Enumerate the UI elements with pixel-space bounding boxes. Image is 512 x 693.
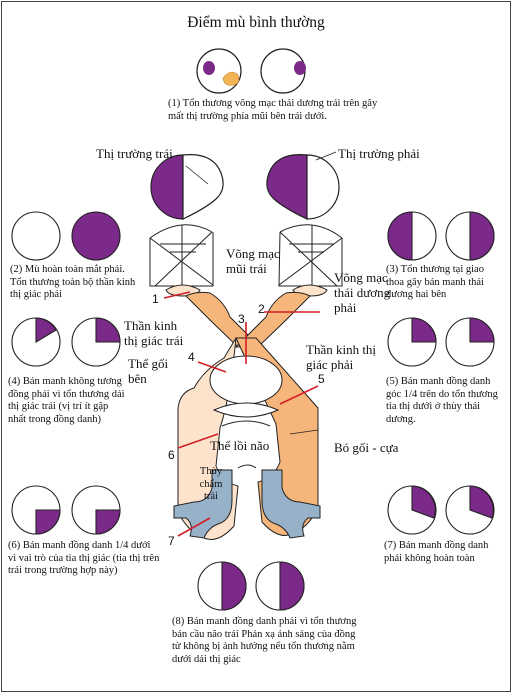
label-left-optic-nerve: Thần kinh thị giác trái — [124, 318, 184, 348]
caption-2: (2) Mù hoàn toàn mắt phải. Tổn thương to… — [10, 264, 136, 300]
right-visual-field-icon — [266, 154, 340, 220]
label-occipital: Thùy chẩm trái — [199, 466, 223, 502]
blind-spot-icon — [203, 61, 215, 75]
label-lingual: Thể lồi não — [210, 438, 270, 453]
label-meyer-loop: Bó gối - cựa — [334, 440, 399, 455]
caption-1: (1) Tổn thương võng mạc thái dương trái … — [168, 98, 378, 122]
label-right-field: Thị trường phải — [338, 146, 420, 161]
marker-6: 6 — [168, 448, 175, 462]
blind-spot-icon — [294, 61, 306, 75]
lesion-markers — [163, 291, 320, 537]
visual-field-icon — [71, 211, 121, 261]
caption-7: (7) Bán manh đồng danh phải không hoàn t… — [384, 540, 489, 564]
marker-5: 5 — [318, 372, 325, 386]
visual-field-icon — [11, 211, 61, 261]
label-left-nasal-retina: Võng mạc mũi trái — [226, 246, 280, 276]
left-visual-field-icon — [150, 154, 224, 220]
label-right-optic-nerve: Thần kinh thị giác phải — [306, 342, 377, 372]
marker-4: 4 — [188, 350, 195, 364]
marker-2: 2 — [258, 302, 265, 316]
blind-spot-eyes — [196, 48, 306, 94]
small-visual-fields — [11, 211, 495, 611]
page-title: Điểm mù bình thường — [187, 14, 325, 31]
marker-1: 1 — [152, 292, 159, 306]
caption-4: (4) Bán manh không tương đồng phải vì tổ… — [8, 376, 125, 425]
label-lgn: Thể gối bên — [128, 356, 169, 386]
caption-6: (6) Bán manh đồng danh 1/4 dưới vì vai t… — [8, 540, 160, 576]
caption-8: (8) Bán manh đồng danh phải vì tổn thươn… — [172, 616, 357, 665]
optic-pathway — [177, 291, 319, 540]
occipital-cortex — [173, 464, 321, 539]
caption-5: (5) Bán manh đồng danh góc 1/4 trên do t… — [386, 376, 498, 425]
macula-icon — [222, 71, 240, 86]
marker-3: 3 — [238, 312, 245, 326]
label-right-temporal-retina: Võng mạc thái dương phải — [334, 270, 391, 315]
caption-3: (3) Tổn thương tại giao thoa gây bán man… — [386, 264, 484, 300]
label-left-field: Thị trường trái — [96, 146, 173, 161]
field-projection-lines — [149, 224, 343, 287]
leader-lines — [185, 151, 337, 435]
marker-7: 7 — [168, 534, 175, 548]
